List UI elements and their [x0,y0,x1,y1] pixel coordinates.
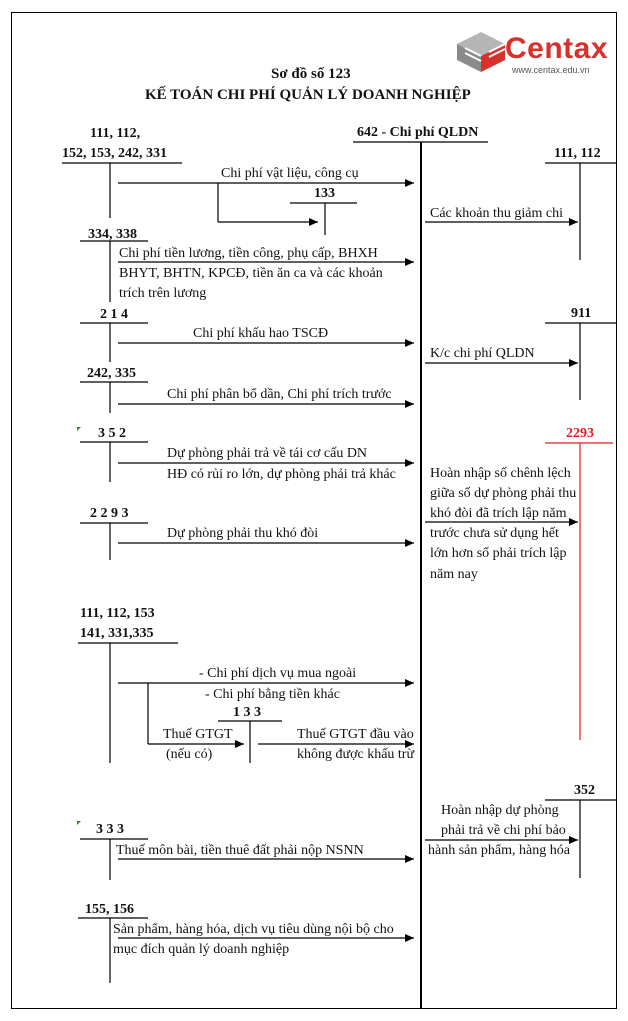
entry-provision-l1: Dự phòng phải trả về tái cơ cấu DN [167,446,368,461]
account-2293-right: 2293 [566,426,594,441]
vat-label-l1: Thuế GTGT [163,727,233,742]
account-152-153-242-331: 152, 153, 242, 331 [62,146,167,161]
account-133-b: 1 3 3 [233,705,261,720]
entry-warranty-reversal-l1: Hoàn nhập dự phòng [441,803,559,818]
account-133-a: 133 [314,186,335,201]
entry-reversal-l1: Hoàn nhập số chênh lệch [430,466,571,481]
account-242-335: 242, 335 [87,366,136,381]
vat-nondeductible-l2: không được khấu trừ [297,747,415,762]
diagram-subtitle: Sơ đồ số 123 [271,66,351,82]
account-334-338: 334, 338 [88,227,137,242]
entry-warranty-reversal-l2: phải trả về chi phí bảo [441,823,566,838]
entry-reversal-l4: trước chưa sử dụng hết [430,526,559,541]
account-352-right: 352 [574,783,595,798]
entry-other-cash-cost: - Chi phí bằng tiền khác [205,687,340,702]
entry-allocation: Chi phí phân bổ dần, Chi phí trích trước [167,387,392,402]
entry-salary-l2: BHYT, BHTN, KPCĐ, tiền ăn ca và các khoả… [119,266,383,281]
logo-name: Centax [505,32,609,65]
center-account-label: 642 - Chi phí QLDN [357,125,479,140]
entry-depreciation: Chi phí khấu hao TSCĐ [193,326,329,341]
account-141-331-335: 141, 331,335 [80,626,154,641]
account-111-112-right: 111, 112 [554,146,601,161]
entry-provision-l2: HĐ có rủi ro lớn, dự phòng phải trả khác [167,467,396,482]
entry-license-tax: Thuế môn bài, tiền thuê đất phải nộp NSN… [116,843,364,858]
entry-internal-use-l2: mục đích quản lý doanh nghiệp [113,942,290,957]
account-2293-left: 2 2 9 3 [90,506,129,521]
logo-url: www.centax.edu.vn [512,65,590,75]
entry-expense-reduction: Các khoản thu giảm chi [430,206,563,221]
account-911: 911 [571,306,592,321]
centax-logo-mark [457,32,506,72]
account-352-left: 3 5 2 [98,426,126,441]
entry-reversal-l2: giữa số dự phòng phải thu [430,486,577,501]
account-214: 2 1 4 [100,307,128,322]
account-111-112: 111, 112, [90,126,141,141]
entry-material-cost: Chi phí vật liệu, công cụ [221,166,359,181]
account-155-156: 155, 156 [85,902,134,917]
entry-transfer-qldn: K/c chi phí QLDN [430,346,535,361]
entry-reversal-l5: lớn hơn số phải trích lập [430,546,567,561]
entry-reversal-l3: khó đòi đã trích lập năm [430,506,567,521]
entry-outsourced-services: - Chi phí dịch vụ mua ngoài [199,666,357,681]
entry-warranty-reversal-l3: hành sản phẩm, hàng hóa [428,843,570,858]
entry-internal-use-l1: Sản phẩm, hàng hóa, dịch vụ tiêu dùng nộ… [113,922,394,937]
page-title: KẾ TOÁN CHI PHÍ QUẢN LÝ DOANH NGHIỆP [145,87,471,103]
entry-doubtful-debt: Dự phòng phải thu khó đòi [167,526,319,541]
diagram-frame [11,12,617,1009]
account-111-112-153: 111, 112, 153 [80,606,155,621]
vat-nondeductible-l1: Thuế GTGT đầu vào [297,727,414,742]
account-333: 3 3 3 [96,822,124,837]
entry-reversal-l6: năm nay [430,567,478,582]
vat-label-l2: (nếu có) [166,747,213,762]
entry-salary-l3: trích trên lương [119,286,207,301]
entry-salary-l1: Chi phí tiền lương, tiền công, phụ cấp, … [119,246,378,261]
